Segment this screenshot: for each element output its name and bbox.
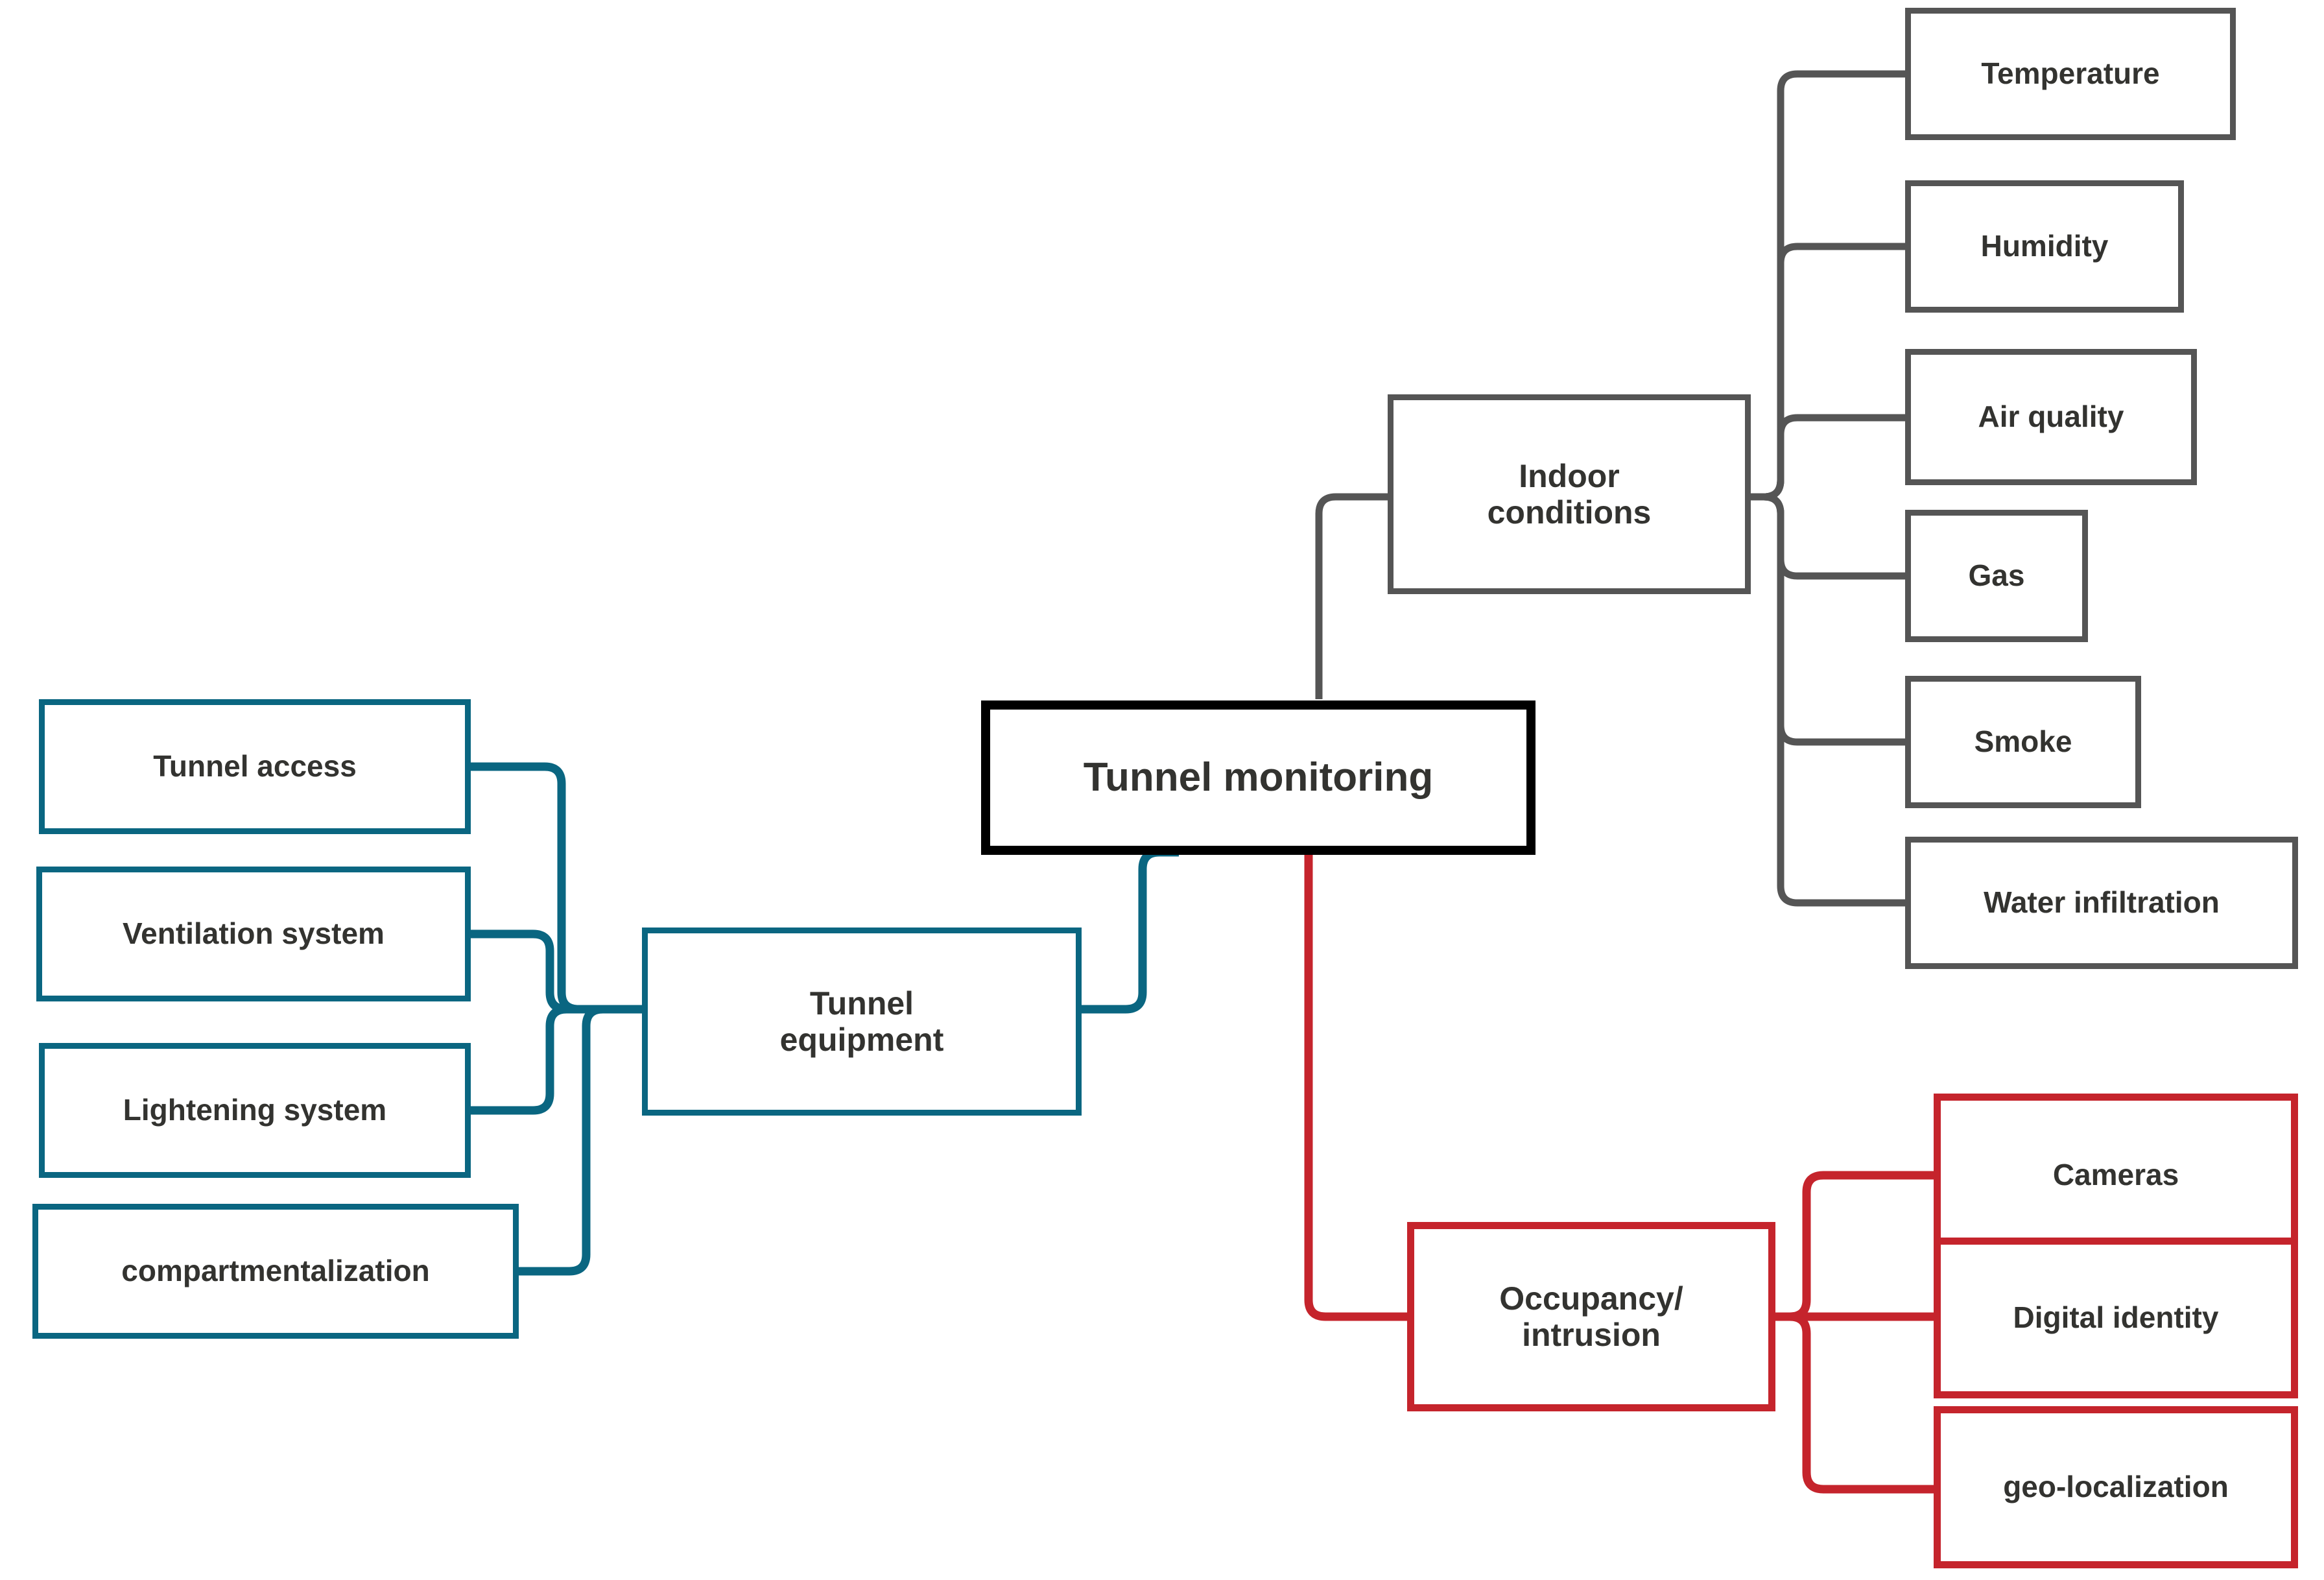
node-label-line1: Indoor	[1519, 458, 1620, 494]
link-lightening-system	[471, 1005, 567, 1115]
link-smoke	[1751, 493, 1905, 746]
node-temperature[interactable]: Temperature	[1905, 8, 2236, 140]
node-gas[interactable]: Gas	[1905, 510, 2088, 642]
node-lightening-system[interactable]: Lightening system	[39, 1043, 471, 1178]
link-water-infiltration	[1751, 493, 1905, 907]
node-ventilation-system[interactable]: Ventilation system	[36, 867, 471, 1001]
link-geo-localization	[1775, 1312, 1934, 1494]
node-label: Digital identity	[2013, 1300, 2219, 1335]
link-temperature	[1751, 70, 1905, 501]
node-water-infiltration[interactable]: Water infiltration	[1905, 837, 2298, 969]
link-air-quality	[1751, 414, 1905, 501]
node-label: compartmentalization	[121, 1254, 430, 1288]
node-geo-localization[interactable]: geo-localization	[1934, 1406, 2298, 1568]
link-tunnel-access	[471, 762, 579, 1014]
node-label-line2: intrusion	[1522, 1317, 1661, 1353]
node-smoke[interactable]: Smoke	[1905, 676, 2141, 808]
node-label-line2: equipment	[779, 1022, 944, 1058]
node-label: Smoke	[1974, 724, 2072, 759]
node-tunnel-equipment[interactable]: Tunnel equipment	[642, 928, 1082, 1116]
node-label-line1: Tunnel	[809, 985, 914, 1022]
node-label: Temperature	[1981, 56, 2160, 91]
link-humidity	[1751, 243, 1905, 501]
link-equipment-root	[1082, 848, 1179, 1014]
node-tunnel-access[interactable]: Tunnel access	[39, 699, 471, 834]
node-label: Cameras	[2052, 1158, 2179, 1192]
node-indoor-conditions[interactable]: Indoor conditions	[1388, 394, 1751, 594]
link-occupancy-root	[1304, 855, 1407, 1321]
node-cameras[interactable]: Cameras	[1934, 1094, 2298, 1257]
node-label-line2: conditions	[1487, 494, 1652, 531]
node-humidity[interactable]: Humidity	[1905, 180, 2184, 313]
page-title: Tunnel monitoring	[1083, 755, 1434, 800]
link-indoor-root	[1315, 493, 1388, 699]
node-label: Water infiltration	[1984, 885, 2220, 920]
node-digital-identity[interactable]: Digital identity	[1934, 1238, 2298, 1398]
node-air-quality[interactable]: Air quality	[1905, 349, 2197, 485]
node-compartmentalization[interactable]: compartmentalization	[32, 1204, 519, 1339]
node-label: Humidity	[1980, 229, 2109, 263]
link-gas	[1751, 493, 1905, 580]
node-label: Tunnel access	[153, 749, 357, 784]
node-label: Ventilation system	[123, 916, 385, 951]
node-label-line1: Occupancy/	[1499, 1280, 1683, 1317]
node-label: geo-localization	[2003, 1470, 2229, 1504]
link-cameras	[1775, 1171, 1934, 1321]
node-label: Air quality	[1978, 400, 2124, 434]
node-label: Lightening system	[123, 1093, 387, 1127]
node-occupancy-intrusion[interactable]: Occupancy/ intrusion	[1407, 1222, 1775, 1411]
link-compartmentalization	[519, 1005, 604, 1276]
link-ventilation-system	[471, 929, 567, 1014]
node-tunnel-monitoring-root[interactable]: Tunnel monitoring	[981, 700, 1536, 855]
node-label: Gas	[1968, 558, 2025, 593]
